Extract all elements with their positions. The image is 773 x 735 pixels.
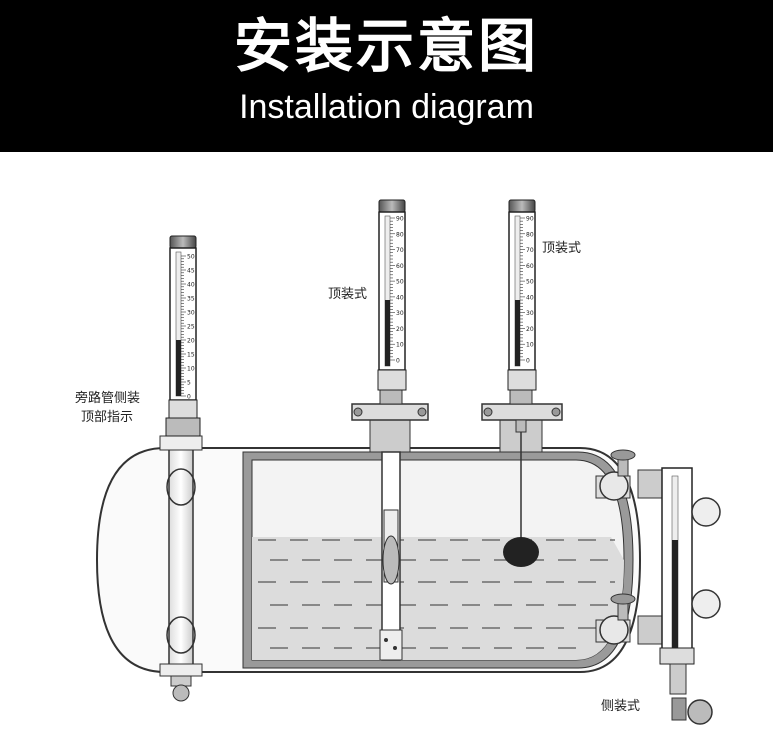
middle-gauge-scale: 90 80 70 60 50 40 30 20 10 0 xyxy=(390,216,404,365)
scale-tick-label: 45 xyxy=(187,268,195,275)
scale-tick-label: 60 xyxy=(396,263,404,270)
scale-tick-label: 30 xyxy=(526,310,534,317)
label-side-mount: 侧装式 xyxy=(601,699,641,714)
scale-tick-label: 0 xyxy=(187,394,191,401)
title-english: Installation diagram xyxy=(239,88,534,126)
top-mount-gauge-right: 90 80 70 60 50 40 30 20 10 0 xyxy=(481,199,563,567)
label-top-mount-right: 顶装式 xyxy=(542,241,582,256)
scale-tick-label: 0 xyxy=(396,358,400,365)
top-mount-gauge-left: 90 80 70 60 50 40 30 20 10 0 xyxy=(351,199,429,661)
scale-tick-label: 40 xyxy=(396,294,404,301)
scale-tick-label: 20 xyxy=(396,326,404,333)
scale-tick-label: 50 xyxy=(187,254,195,261)
title-chinese: 安装示意图 xyxy=(233,12,539,80)
scale-tick-label: 5 xyxy=(187,380,191,387)
right-gauge-scale: 90 80 70 60 50 40 30 20 10 0 xyxy=(520,216,534,365)
scale-tick-label: 90 xyxy=(526,216,534,223)
scale-tick-label: 35 xyxy=(187,296,195,303)
scale-tick-label: 50 xyxy=(396,279,404,286)
scale-tick-label: 0 xyxy=(526,358,530,365)
scale-tick-label: 10 xyxy=(187,366,195,373)
scale-tick-label: 15 xyxy=(187,352,195,359)
scale-tick-label: 40 xyxy=(187,282,195,289)
liquid-lines xyxy=(258,539,615,649)
scale-tick-label: 50 xyxy=(526,279,534,286)
scale-tick-label: 60 xyxy=(526,263,534,270)
tank xyxy=(95,447,642,673)
side-mount-gauge xyxy=(595,449,721,725)
label-bypass-line1: 旁路管侧装 xyxy=(75,391,141,406)
scale-tick-label: 10 xyxy=(396,342,404,349)
label-top-mount-left: 顶装式 xyxy=(328,287,368,302)
scale-tick-label: 90 xyxy=(396,216,404,223)
scale-tick-label: 70 xyxy=(396,247,404,254)
scale-tick-label: 70 xyxy=(526,247,534,254)
scale-tick-label: 20 xyxy=(526,326,534,333)
scale-tick-label: 25 xyxy=(187,324,195,331)
scale-tick-label: 10 xyxy=(526,342,534,349)
label-bypass-line2: 顶部指示 xyxy=(81,410,134,425)
scale-tick-label: 40 xyxy=(526,294,534,301)
scale-tick-label: 20 xyxy=(187,338,195,345)
header-banner: 安装示意图 Installation diagram xyxy=(0,0,773,152)
scale-tick-label: 80 xyxy=(526,231,534,238)
scale-tick-label: 80 xyxy=(396,231,404,238)
scale-tick-label: 30 xyxy=(187,310,195,317)
scale-tick-label: 30 xyxy=(396,310,404,317)
